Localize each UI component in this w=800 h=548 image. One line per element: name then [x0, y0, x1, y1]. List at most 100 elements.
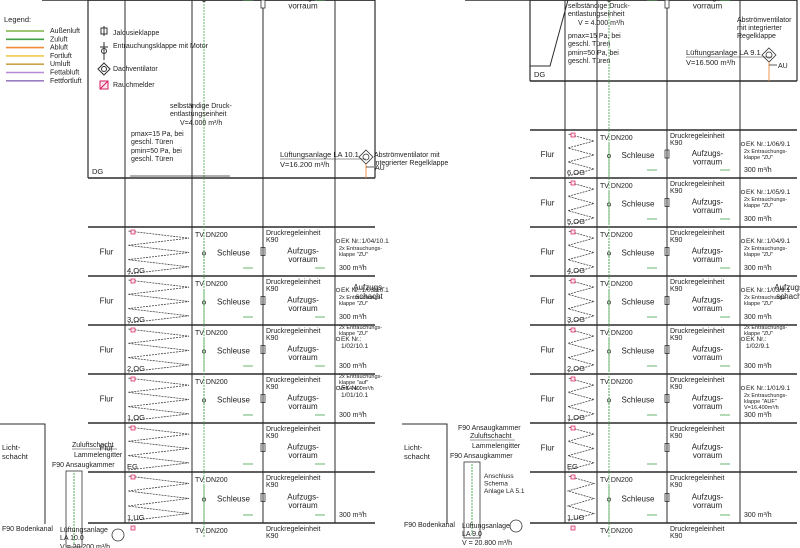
left-smoke-detector-icon	[130, 474, 136, 480]
left-elevator-shaft-label: Aufzugs-schacht	[353, 283, 385, 301]
right-room-schleuse: Schleuse	[622, 495, 655, 504]
right-damper-note: 2x Entrauchungs-klappe "AUF"V=16.400m³/h	[744, 393, 787, 411]
left-room-lobby: Aufzugs-vorraum	[287, 394, 319, 412]
left-supply-shaft-label: Zuluftschacht	[72, 442, 114, 449]
legend-symbol-label: Entrauchungsklappe mit Motor	[113, 43, 209, 50]
left-room-schleuse: Schleuse	[217, 249, 250, 258]
right-floor-label: 2.UG	[567, 0, 585, 2]
right-roof-fan-icon	[761, 47, 777, 63]
left-tv-damper-label: TV DN200	[195, 281, 228, 288]
left-room-flur: Flur	[100, 248, 114, 257]
right-room-schleuse: Schleuse	[622, 396, 655, 405]
legend-line-label: Fettabluft	[50, 70, 79, 77]
left-k90-label: K90	[266, 286, 279, 293]
right-k90-label: K90	[670, 286, 683, 293]
right-smoke-detector-icon	[570, 474, 576, 480]
right-intake-chamber	[463, 461, 481, 539]
right-light-shaft-outline	[402, 423, 448, 524]
right-au-label: AU	[778, 63, 788, 70]
left-damper-note: 2x Entrauchungs-klappe "ZU"	[339, 246, 382, 258]
right-exhaust-flow: 300 m³/h	[744, 314, 772, 321]
right-louvre-label: Lammelengitter	[472, 443, 521, 450]
left-tv-damper-label: TV DN200	[195, 379, 228, 386]
left-exhaust-flow: 300 m³/h	[339, 0, 367, 2]
right-supply-system-flow: V = 20.800 m³/h	[462, 540, 512, 547]
left-smoke-detector-icon	[130, 425, 136, 431]
right-damper-icon	[607, 0, 611, 2]
right-exhaust-flow: 300 m³/h	[744, 216, 772, 223]
legend-symbol-label: Rauchmelder	[113, 82, 155, 89]
legend-line-label: Fettfortluft	[50, 78, 82, 85]
right-smoke-damper-icon	[740, 336, 746, 342]
right-room-flur: Flur	[541, 199, 555, 208]
right-tv-damper-label: TV DN200	[600, 232, 633, 239]
motor-damper-icon	[100, 42, 108, 60]
left-floor-label-dg: DG	[92, 167, 103, 176]
left-k90-label: K90	[266, 533, 279, 540]
right-ek-number: EK Nr.:1/03/9.1	[746, 287, 790, 294]
left-smoke-damper-icon	[335, 336, 341, 342]
left-smoke-damper-icon	[335, 287, 341, 293]
legend-line-label: Abluft	[50, 45, 68, 52]
left-floor-label: 3.OG	[127, 315, 145, 324]
right-floor-label: 1.UG	[567, 513, 585, 522]
right-ek-number: EK Nr.:1/01/9.1	[746, 385, 790, 392]
right-room-lobby: Aufzugs-vorraum	[692, 247, 724, 265]
left-k90-label: K90	[266, 384, 279, 391]
left-tv-damper-label: TV DN200	[195, 232, 228, 239]
right-exhaust-flow: 300 m³/h	[744, 512, 772, 519]
left-pressure-unit-label: Druckregeleinheit	[266, 426, 321, 433]
left-exhaust-flow: 300 m³/h	[339, 314, 367, 321]
right-pressure-unit-label: Druckregeleinheit	[670, 133, 725, 140]
left-room-lobby: Aufzugs-vorraum	[287, 0, 319, 11]
right-room-schleuse: Schleuse	[622, 200, 655, 209]
right-k90-label: K90	[670, 384, 683, 391]
right-smoke-damper-icon	[740, 189, 746, 195]
roof-fan-icon	[97, 62, 111, 76]
right-intake-label: F90 Ansaugkammer	[450, 453, 513, 460]
right-room-flur: Flur	[541, 346, 555, 355]
right-room-flur: Flur	[541, 248, 555, 257]
legend-symbol-label: Jalousieklappe	[113, 30, 159, 37]
right-pressure-damper-icon	[664, 0, 670, 9]
left-pressure-damper-icon	[260, 0, 266, 9]
right-floor-label: 5.OG	[567, 217, 585, 226]
right-smoke-detector-icon	[570, 425, 576, 431]
right-room-lobby: Aufzugs-vorraum	[692, 149, 724, 167]
right-damper-note: 2x Entrauchungs-klappe "ZU"	[744, 149, 787, 161]
damper-icon	[100, 26, 108, 36]
left-k90-label: K90	[266, 482, 279, 489]
right-supply-fan-icon	[509, 519, 523, 533]
right-room-lobby: Aufzugs-vorraum	[692, 345, 724, 363]
right-floor-label: 2.OG	[567, 364, 585, 373]
left-smoke-detector-icon	[130, 229, 136, 235]
left-floor-label: 2.OG	[127, 364, 145, 373]
right-tv-damper-label: TV DN200	[600, 183, 633, 190]
left-ek-number: EK Nr.:1/01/10.1	[341, 385, 368, 399]
right-k90-label: K90	[670, 482, 683, 489]
left-damper-icon	[202, 0, 206, 2]
left-exhaust-system-name: Lüftungsanlage LA 10.1	[280, 150, 359, 159]
left-supply-system-flow: V = 20.200 m³/h	[60, 544, 110, 548]
right-smoke-damper-icon	[740, 238, 746, 244]
right-room-flur: Flur	[541, 297, 555, 306]
right-light-shaft-label: Licht-schacht	[404, 443, 431, 461]
right-exhaust-flow: 300 m³/h	[744, 412, 772, 419]
left-room-lobby: Aufzugs-vorraum	[287, 247, 319, 265]
right-pressure-unit-label: Druckregeleinheit	[670, 328, 725, 335]
right-tv-damper-label: TV DN200	[600, 477, 633, 484]
left-exhaust-flow: 300 m³/h	[339, 363, 367, 370]
left-room-lobby: Aufzugs-vorraum	[287, 345, 319, 363]
left-floor-label: EG	[127, 462, 138, 471]
right-exhaust-flow: 300 m³/h	[744, 0, 772, 2]
right-k90-label: K90	[670, 335, 683, 342]
legend-line-label: Zuluft	[50, 36, 68, 43]
left-stair-flight	[127, 279, 190, 324]
